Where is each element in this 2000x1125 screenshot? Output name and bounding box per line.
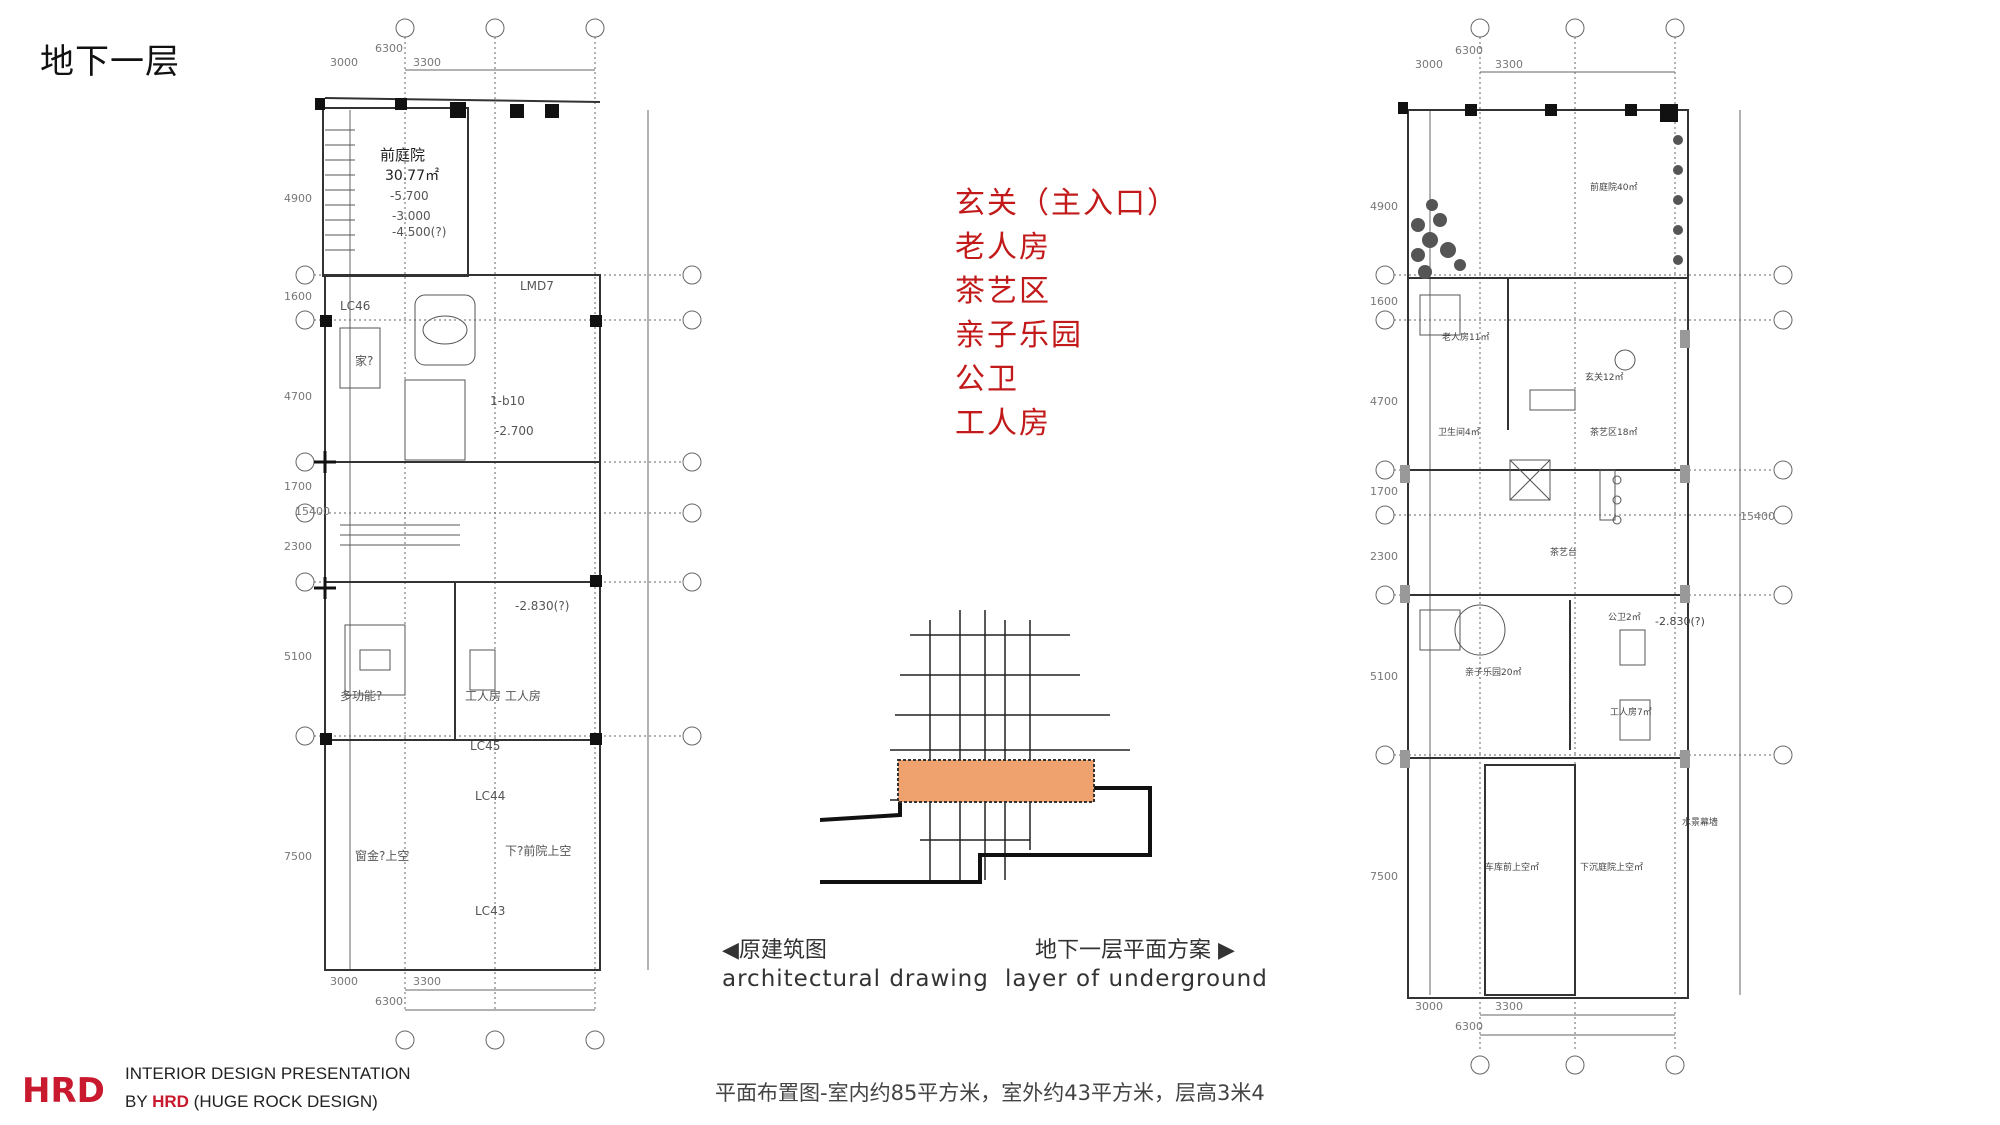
dim-bottom-3000: 3000 [330,975,358,988]
rlabel-courtyard: 前庭院40㎡ [1590,181,1637,193]
rdim-side-2300: 2300 [1370,550,1398,563]
brand-byline: BY HRD (HUGE ROCK DESIGN) [125,1092,378,1112]
rdim-top-3300: 3300 [1495,58,1523,71]
rdim-bottom-6300: 6300 [1455,1020,1483,1033]
label-level-a: -5.700 [390,189,429,203]
rdim-side-total: 15400 [1740,510,1775,523]
rlabel-tea-table: 茶艺台 [1550,546,1577,558]
rlabel-tea: 茶艺区18㎡ [1590,426,1637,438]
room-list-item: 玄关（主入口） [955,186,1179,221]
caption-right-cn: 地下一层平面方案 ▶ [1035,938,1235,963]
label-lc46: LC46 [340,299,370,313]
footer-note: 平面布置图-室内约85平方米，室外约43平方米，层高3米4 [715,1081,1265,1105]
dim-side-total: 15400 [295,505,330,518]
dim-side-1700: 1700 [284,480,312,493]
rlabel-entry: 玄关12㎡ [1585,371,1623,383]
dim-side-1600: 1600 [284,290,312,303]
page-title: 地下一层 [40,42,180,82]
dim-bottom-3300: 3300 [413,975,441,988]
label-level-e: -2.830(?) [515,599,569,613]
label-room-worker: 工人房 工人房 [465,688,541,703]
label-room-multi: 多功能? [340,689,382,703]
dim-side-2300: 2300 [284,540,312,553]
room-list-item: 公卫 [955,362,1019,397]
label-front-yard-area: 30.77㎡ [385,168,439,184]
label-level-b: -3.000 [392,209,431,223]
room-list-item: 工人房 [955,406,1051,441]
room-list-item: 茶艺区 [955,274,1051,309]
rdim-side-7500: 7500 [1370,870,1398,883]
dim-bottom-6300: 6300 [375,995,403,1008]
dim-side-7500: 7500 [284,850,312,863]
label-room-bottom: 窗金?上空 [355,848,409,863]
site-key-plan [820,610,1152,884]
rdim-top-3000: 3000 [1415,58,1443,71]
dim-side-5100: 5100 [284,650,312,663]
rlabel-level: -2.830(?) [1655,615,1705,628]
byline-brand: HRD [152,1092,189,1111]
proposed-floor-plan: 3000 3300 6300 3000 3300 6300 4900 1600 … [1370,18,1793,1075]
room-list-item: 老人房 [955,230,1051,265]
logo-text: HRD [22,1072,105,1106]
dim-side-4700: 4700 [284,390,312,403]
rdim-side-1600: 1600 [1370,295,1398,308]
label-lc43: LC43 [475,904,505,918]
label-level-d: -2.700 [495,424,534,438]
rdim-side-4900: 4900 [1370,200,1398,213]
rlabel-public-wc: 公卫2㎡ [1608,612,1641,623]
label-room-bottom2: 下?前院上空 [505,843,571,858]
caption-left-en: architectural drawing [722,966,989,992]
label-room1: 家? [355,353,373,368]
rlabel-worker: 工人房7㎡ [1610,706,1652,718]
rdim-top-6300: 6300 [1455,44,1483,57]
highlighted-level [897,759,1095,803]
label-lmd: LMD7 [520,279,554,293]
label-front-yard: 前庭院 [380,146,425,164]
rdim-side-5100: 5100 [1370,670,1398,683]
rlabel-void2: 下沉庭院上空㎡ [1580,861,1643,873]
byline-suffix: (HUGE ROCK DESIGN) [188,1092,378,1111]
rlabel-bath: 卫生间4㎡ [1438,426,1480,438]
caption-left-cn: ◀原建筑图 [722,938,827,963]
label-lc44: LC44 [475,789,505,803]
rdim-side-1700: 1700 [1370,485,1398,498]
rlabel-elder: 老人房11㎡ [1442,331,1489,343]
rdim-bottom-3000: 3000 [1415,1000,1443,1013]
dim-top-3300: 3300 [413,56,441,69]
rdim-side-4700: 4700 [1370,395,1398,408]
rlabel-waterwall: 水景幕墙 [1682,816,1718,828]
rdim-bottom-3300: 3300 [1495,1000,1523,1013]
label-tag: 1-b10 [490,394,525,408]
rlabel-void1: 车库前上空㎡ [1485,861,1539,873]
brand-tagline: INTERIOR DESIGN PRESENTATION [125,1064,411,1083]
byline-prefix: BY [125,1092,153,1111]
original-floor-plan: 3000 3300 6300 3000 3300 6300 4900 1600 … [284,18,702,1050]
caption-right-en: layer of underground [1005,966,1268,992]
room-list: 玄关（主入口） 老人房 茶艺区 亲子乐园 公卫 工人房 [955,182,1179,446]
hrd-logo: HRD [22,1072,105,1106]
label-lc45: LC45 [470,739,500,753]
dim-side-4900: 4900 [284,192,312,205]
dim-top-3000: 3000 [330,56,358,69]
label-level-c: -4.500(?) [392,225,446,239]
dim-top-6300: 6300 [375,42,403,55]
rlabel-kids: 亲子乐园20㎡ [1465,666,1521,678]
room-list-item: 亲子乐园 [955,318,1083,353]
